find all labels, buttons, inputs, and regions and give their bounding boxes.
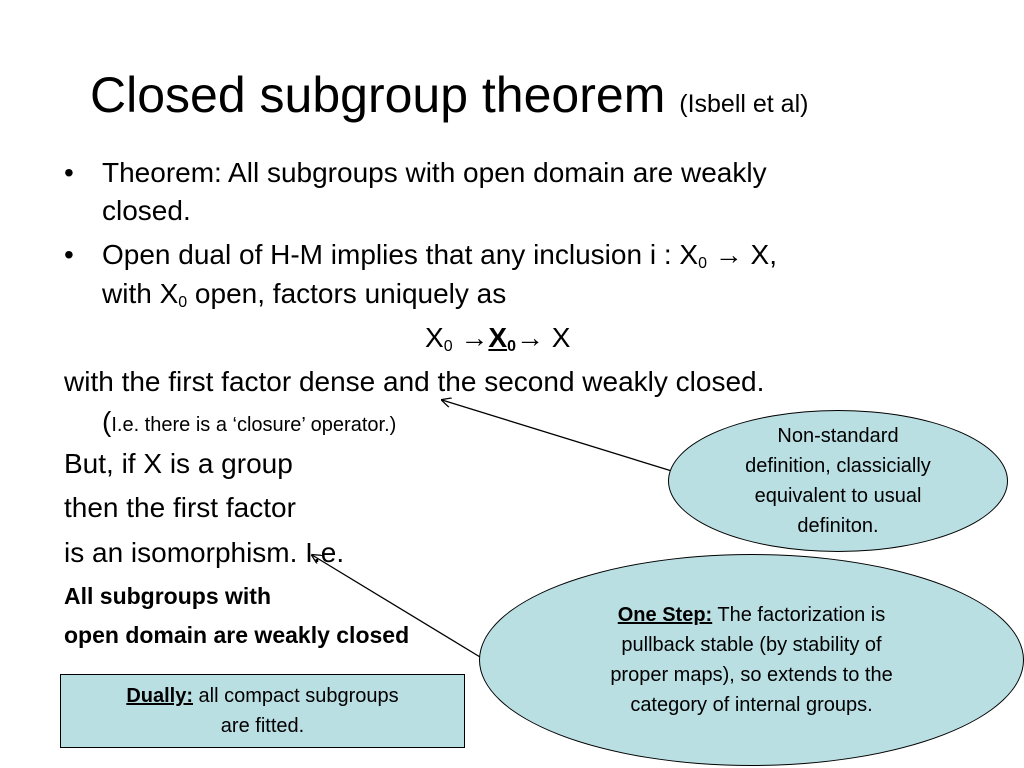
title-main: Closed subgroup theorem xyxy=(90,67,666,123)
paragraph-line-2: (I.e. there is a ‘closure’ operator.) xyxy=(102,406,397,437)
callout-one-step: One Step: The factorization is pullback … xyxy=(479,554,1024,766)
one-step-heading: One Step: xyxy=(617,604,713,626)
callout-non-standard-definition: Non-standard definition, classicially eq… xyxy=(668,410,1008,552)
paragraph-line-4: then the first factor xyxy=(64,492,296,523)
paragraph-bold-1: All subgroups with xyxy=(64,583,271,609)
paragraph-bold-2: open domain are weakly closed xyxy=(64,622,410,648)
bullet-marker: • xyxy=(64,157,74,188)
bullet-marker: • xyxy=(64,239,74,270)
slide-title: Closed subgroup theorem (Isbell et al) xyxy=(90,64,808,135)
factorization-line: X0 →X0→ X xyxy=(425,322,571,355)
closure-symbol: X0 xyxy=(488,322,516,355)
title-attribution: (Isbell et al) xyxy=(679,90,809,118)
dually-box: Dually: all compact subgroups are fitted… xyxy=(60,674,465,748)
bullet-2-line-2: with X0 open, factors uniquely as xyxy=(102,278,507,311)
paragraph-line-5: is an isomorphism. I.e. xyxy=(64,537,345,568)
bullet-1-line-2: closed. xyxy=(102,195,191,226)
paragraph-line-1: with the first factor dense and the seco… xyxy=(64,366,765,397)
dually-heading: Dually: xyxy=(126,685,193,707)
bullet-1-line-1: Theorem: All subgroups with open domain … xyxy=(102,157,767,188)
bullet-2-line-1: Open dual of H-M implies that any inclus… xyxy=(102,239,777,272)
paragraph-line-3: But, if X is a group xyxy=(64,448,293,479)
